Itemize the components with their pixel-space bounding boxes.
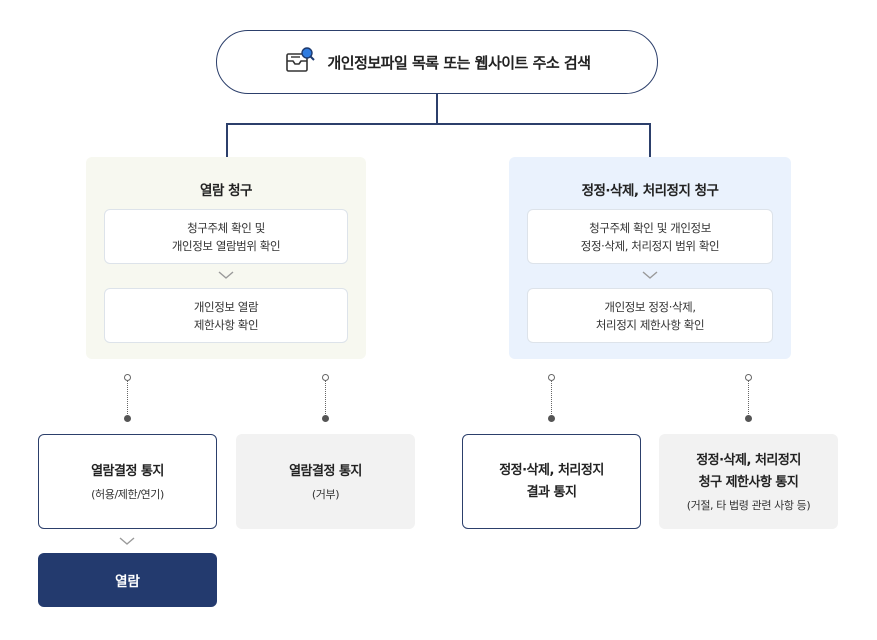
correction-step-2: 개인정보 정정·삭제, 처리정지 제한사항 확인	[527, 288, 773, 343]
connector-ring	[548, 374, 555, 381]
result-subtitle: (거절, 타 법령 관련 사항 등)	[686, 499, 811, 512]
connector-left-drop	[226, 123, 228, 157]
connector-ring	[322, 374, 329, 381]
result-title: 정정·삭제, 처리정지 결과 통지	[499, 462, 604, 500]
connector-dotted	[325, 381, 326, 414]
connector-dot	[322, 415, 329, 422]
result-subtitle: (허용/제한/연기)	[91, 488, 164, 501]
chevron-down-icon	[642, 271, 658, 279]
access-request-panel: 열람 청구 청구주체 확인 및 개인정보 열람범위 확인 개인정보 열람 제한사…	[86, 157, 366, 359]
connector-dot	[124, 415, 131, 422]
connector-dotted	[127, 381, 128, 414]
correction-result-notice: 정정·삭제, 처리정지 결과 통지	[462, 434, 641, 529]
connector-vertical-top	[436, 94, 438, 124]
access-decision-notice: 열람결정 통지 (허용/제한/연기)	[38, 434, 217, 529]
connector-dotted	[748, 381, 749, 414]
access-final-box: 열람	[38, 553, 217, 607]
chevron-down-icon	[119, 537, 135, 545]
document-search-icon	[283, 44, 317, 80]
access-step-1: 청구주체 확인 및 개인정보 열람범위 확인	[104, 209, 348, 264]
result-title: 열람결정 통지	[289, 464, 362, 479]
connector-right-drop	[649, 123, 651, 157]
connector-dot	[548, 415, 555, 422]
connector-ring	[745, 374, 752, 381]
result-title: 정정·삭제, 처리정지 청구 제한사항 통지	[696, 453, 801, 490]
connector-dotted	[551, 381, 552, 414]
correction-request-title: 정정·삭제, 처리정지 청구	[581, 183, 719, 199]
connector-horizontal	[226, 123, 650, 125]
connector-ring	[124, 374, 131, 381]
correction-request-panel: 정정·삭제, 처리정지 청구 청구주체 확인 및 개인정보 정정·삭제, 처리정…	[509, 157, 791, 359]
search-step-title: 개인정보파일 목록 또는 웹사이트 주소 검색	[327, 53, 591, 72]
connector-dot	[745, 415, 752, 422]
access-refusal-notice: 열람결정 통지 (거부)	[236, 434, 415, 529]
access-request-title: 열람 청구	[200, 183, 252, 199]
chevron-down-icon	[218, 271, 234, 279]
search-step-pill: 개인정보파일 목록 또는 웹사이트 주소 검색	[216, 30, 658, 94]
result-subtitle: (거부)	[311, 488, 340, 501]
correction-restriction-notice: 정정·삭제, 처리정지 청구 제한사항 통지 (거절, 타 법령 관련 사항 등…	[659, 434, 838, 529]
access-step-2: 개인정보 열람 제한사항 확인	[104, 288, 348, 343]
result-title: 열람결정 통지	[91, 464, 164, 479]
correction-step-1: 청구주체 확인 및 개인정보 정정·삭제, 처리정지 범위 확인	[527, 209, 773, 264]
